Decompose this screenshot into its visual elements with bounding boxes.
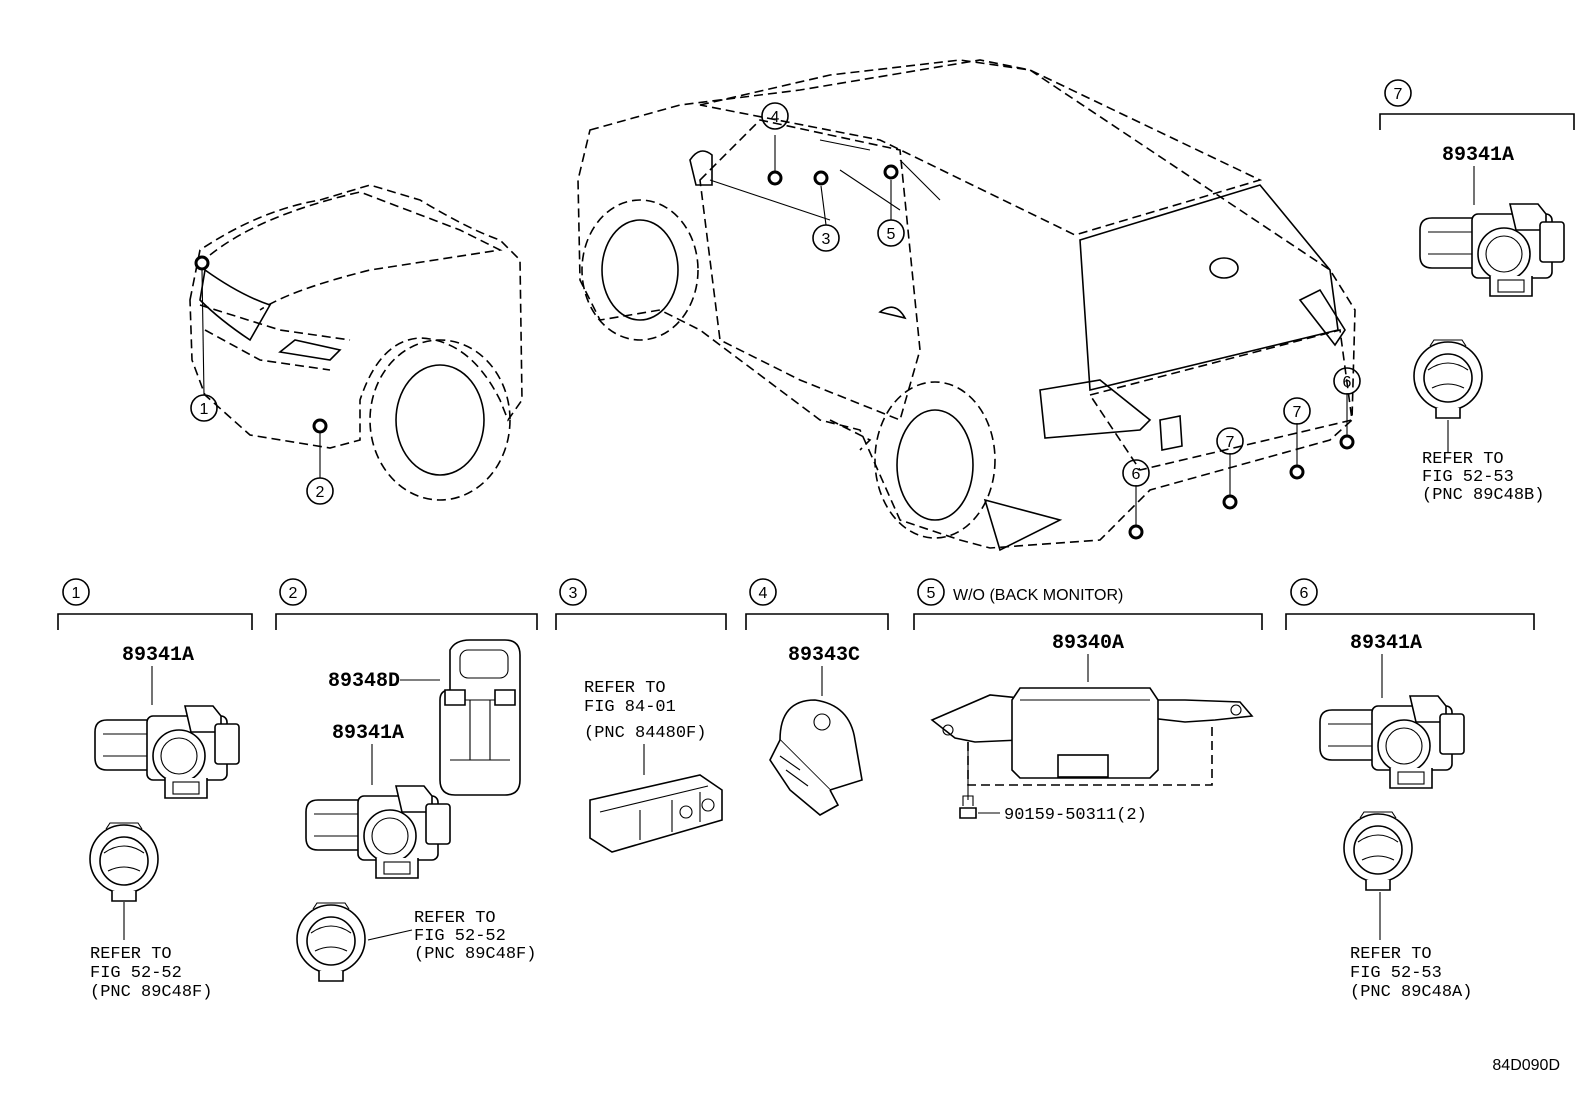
rear-vehicle-illustration: [577, 59, 1356, 552]
svg-text:4: 4: [771, 109, 780, 126]
callout-leaders: [201, 135, 1348, 525]
section-7: 7 89341A REFER TO FIG 52-53 (PNC 89C48B): [1379, 79, 1575, 505]
svg-text:1: 1: [200, 401, 209, 418]
section-5-number: 5: [927, 585, 936, 602]
svg-text:6: 6: [1132, 466, 1141, 483]
section-3: 3 REFER TO FIG 84-01 (PNC 84480F): [555, 578, 727, 853]
section-7-ref-line-3: (PNC 89C48B): [1422, 486, 1544, 505]
sensor-bracket: [439, 639, 521, 796]
section-2-bracket-part-number: 89348D: [328, 670, 400, 693]
callout-6-left: 6: [1122, 459, 1150, 487]
sensor-module: [769, 699, 863, 816]
section-2: 2 89348D 89341A REFER TO FIG 52-52 (PNC …: [275, 578, 538, 982]
section-7-number: 7: [1394, 86, 1403, 103]
section-1-ref-line-3: (PNC 89C48F): [90, 983, 212, 1002]
section-1: 1 89341A REFER TO FIG 52-52 (PNC 89C48F): [57, 578, 253, 1002]
section-6-number: 6: [1300, 585, 1309, 602]
control-module: [930, 687, 1254, 819]
svg-text:3: 3: [822, 231, 831, 248]
section-2-number: 2: [289, 585, 298, 602]
section-7-part-number: 89341A: [1442, 144, 1514, 167]
diagram-id: 84D090D: [1492, 1057, 1560, 1074]
section-3-number: 3: [569, 585, 578, 602]
callout-2: 2: [306, 477, 334, 505]
callout-1: 1: [190, 394, 218, 422]
callout-3: 3: [812, 224, 840, 252]
section-5-bolt-part-number: 90159-50311(2): [1004, 806, 1147, 825]
section-7-ref-line-2: FIG 52-53: [1422, 468, 1514, 487]
front-vehicle-illustration: [189, 184, 523, 501]
section-2-ref-line-1: REFER TO: [414, 909, 496, 928]
vehicle-callouts: 1 2 4 3 5 6 7 7 6: [190, 102, 1361, 505]
vehicle-location-dots: [194, 164, 1355, 540]
svg-text:7: 7: [1226, 434, 1235, 451]
section-1-ref-line-2: FIG 52-52: [90, 964, 182, 983]
section-3-ref-line-2: FIG 84-01: [584, 698, 676, 717]
callout-5: 5: [877, 219, 905, 247]
section-5-note: W/O (BACK MONITOR): [953, 587, 1123, 604]
section-3-ref-line-3: (PNC 84480F): [584, 724, 706, 743]
section-1-ref-line-1: REFER TO: [90, 945, 172, 964]
section-2-ref-line-3: (PNC 89C48F): [414, 945, 536, 964]
section-4-number: 4: [759, 585, 768, 602]
switch-assembly: [589, 774, 723, 853]
section-6-ref-line-2: FIG 52-53: [1350, 964, 1442, 983]
section-4: 4 89343C: [745, 578, 889, 816]
section-2-part-number: 89341A: [332, 722, 404, 745]
section-6-ref-line-3: (PNC 89C48A): [1350, 983, 1472, 1002]
section-7-ref-line-1: REFER TO: [1422, 450, 1504, 469]
svg-text:7: 7: [1293, 404, 1302, 421]
section-4-part-number: 89343C: [788, 644, 860, 667]
svg-text:6: 6: [1343, 374, 1352, 391]
section-6-ref-line-1: REFER TO: [1350, 945, 1432, 964]
section-2-ref-line-2: FIG 52-52: [414, 927, 506, 946]
callout-7-left: 7: [1216, 427, 1244, 455]
section-6: 6 89341A REFER TO FIG 52-53 (PNC 89C48A): [1285, 578, 1535, 1002]
svg-text:2: 2: [316, 484, 325, 501]
callout-4: 4: [761, 102, 789, 130]
section-5-part-number: 89340A: [1052, 632, 1124, 655]
callout-7-right: 7: [1283, 397, 1311, 425]
section-1-number: 1: [72, 585, 81, 602]
section-6-part-number: 89341A: [1350, 632, 1422, 655]
callout-6-right: 6: [1333, 367, 1361, 395]
section-3-ref-line-1: REFER TO: [584, 679, 666, 698]
svg-text:5: 5: [887, 226, 896, 243]
section-5: 5 W/O (BACK MONITOR) 89340A 90159-50311(…: [913, 578, 1263, 825]
section-1-part-number: 89341A: [122, 644, 194, 667]
